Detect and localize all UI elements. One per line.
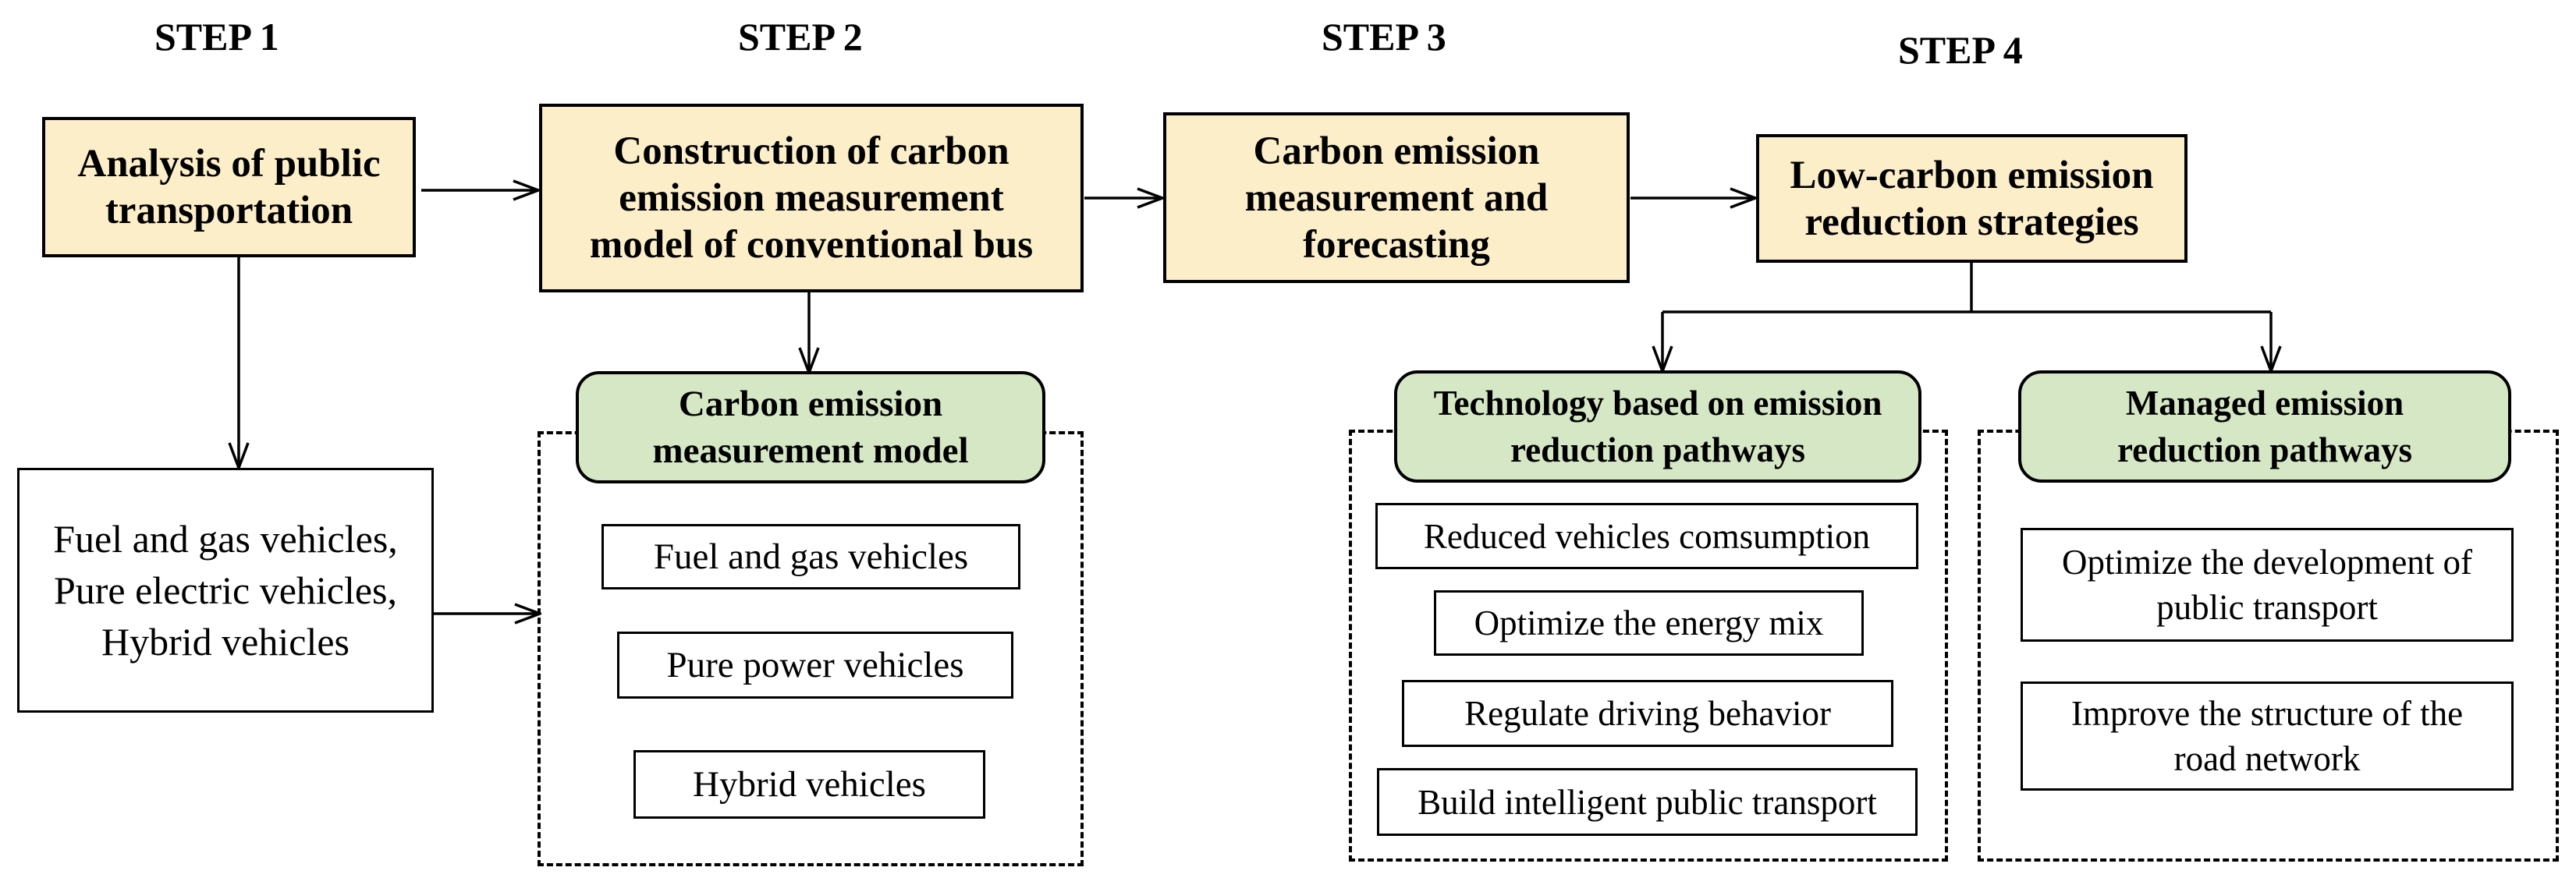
technology-item-energy-mix: Optimize the energy mix [1434,590,1864,656]
managed-group [1978,430,2559,862]
construction-box: Construction of carbon emission measurem… [539,104,1084,292]
technology-title: Technology based on emission reduction p… [1394,370,1921,483]
managed-item-public-transport: Optimize the development of public trans… [2021,528,2514,642]
step-3-label: STEP 3 [1322,15,1446,58]
technology-item-consumption: Reduced vehicles comsumption [1375,503,1918,569]
technology-item-driving: Regulate driving behavior [1402,680,1893,747]
analysis-box: Analysis of public transportation [42,117,416,257]
strategies-box: Low-carbon emission reduction strategies [1756,134,2187,263]
step-4-label: STEP 4 [1898,28,2023,72]
managed-item-road-network: Improve the structure of the road networ… [2021,681,2514,791]
model-item-pure-power: Pure power vehicles [617,632,1013,699]
model-title: Carbon emission measurement model [576,371,1045,483]
step-2-label: STEP 2 [738,15,863,58]
model-item-fuel: Fuel and gas vehicles [601,524,1020,589]
vehicle-types-box: Fuel and gas vehicles, Pure electric veh… [17,468,434,713]
model-item-hybrid: Hybrid vehicles [633,750,985,819]
managed-title: Managed emission reduction pathways [2018,370,2511,483]
step-1-label: STEP 1 [154,15,279,58]
measurement-box: Carbon emission measurement and forecast… [1163,112,1630,283]
technology-item-intelligent: Build intelligent public transport [1377,768,1918,836]
